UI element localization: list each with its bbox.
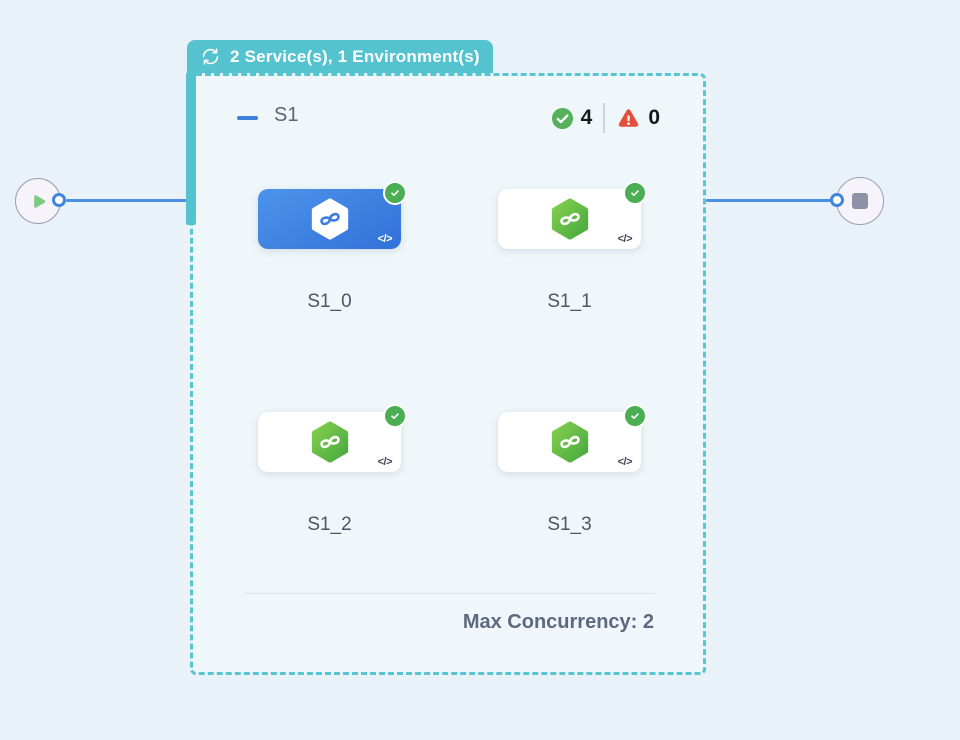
stage-container[interactable]: [190, 73, 706, 675]
service-node: </> S1_1: [498, 181, 647, 313]
check-badge-icon: [623, 181, 647, 205]
service-card-s1-2[interactable]: </>: [258, 404, 407, 472]
failed-count: 0: [648, 106, 660, 129]
service-card-s1-3[interactable]: </>: [498, 404, 647, 472]
warning-icon: [619, 108, 639, 127]
stage-badge-label: 2 Service(s), 1 Environment(s): [230, 46, 480, 66]
service-label: S1_0: [307, 291, 352, 312]
code-icon: </>: [617, 456, 633, 468]
service-node: </> S1_2: [258, 404, 407, 536]
service-label: S1_1: [547, 291, 592, 312]
stop-icon: [852, 193, 868, 209]
stage-accent-strip: [186, 73, 196, 225]
stage-header-badge[interactable]: 2 Service(s), 1 Environment(s): [187, 40, 493, 73]
check-badge-icon: [383, 181, 407, 205]
max-concurrency-label: Max Concurrency: 2: [462, 611, 654, 633]
play-icon: [33, 194, 45, 208]
success-icon: [551, 107, 573, 129]
stage-status-cluster: 4 0: [551, 103, 660, 133]
service-card-s1-1[interactable]: </>: [498, 181, 647, 249]
code-icon: </>: [377, 456, 393, 468]
hexagon-infinity-icon: [311, 421, 348, 463]
end-node[interactable]: [836, 177, 884, 225]
service-label: S1_2: [307, 514, 352, 535]
end-connector-port[interactable]: [830, 193, 844, 207]
collapse-icon[interactable]: [237, 116, 258, 120]
service-card-s1-0[interactable]: </>: [258, 181, 407, 249]
service-label: S1_3: [547, 514, 592, 535]
cycle-icon: [202, 48, 219, 65]
check-badge-icon: [383, 404, 407, 428]
status-divider: [603, 103, 606, 133]
hexagon-infinity-icon: [551, 421, 588, 463]
edge-stage-to-end: [706, 199, 832, 202]
code-icon: </>: [617, 233, 633, 245]
footer-divider: [245, 593, 655, 594]
start-connector-port[interactable]: [52, 193, 66, 207]
code-icon: </>: [377, 233, 393, 245]
check-badge-icon: [623, 404, 647, 428]
hexagon-infinity-icon: [311, 198, 348, 240]
edge-start-to-stage: [66, 199, 187, 202]
hexagon-infinity-icon: [551, 198, 588, 240]
stage-title: S1: [274, 104, 299, 126]
success-count: 4: [580, 106, 593, 129]
service-node: </> S1_0: [258, 181, 407, 313]
service-node: </> S1_3: [498, 404, 647, 536]
